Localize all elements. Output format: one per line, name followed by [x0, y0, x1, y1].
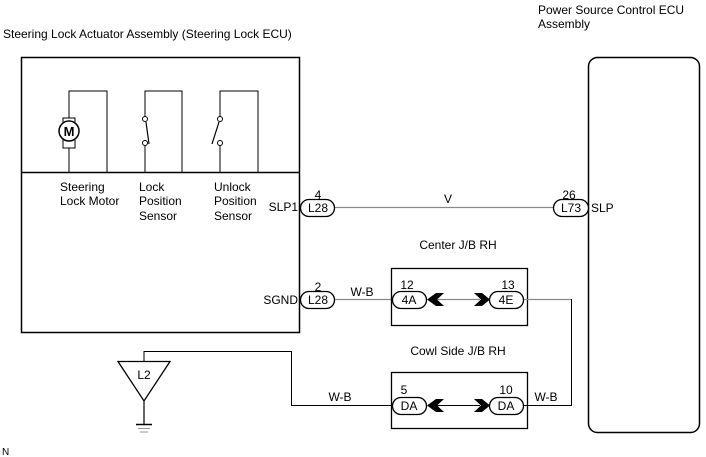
terminal-slp-pin: 26	[562, 188, 576, 202]
jb-link-wire-color: W-B	[534, 390, 557, 404]
center-jb-left-pin: 12	[400, 278, 414, 292]
power-ecu-title-line1: Power Source Control ECU	[538, 3, 685, 17]
ground-point-l2: L2	[116, 360, 172, 433]
connector-sgnd: SGND 2 L28	[263, 280, 336, 310]
connector-arrow-right-icon	[474, 293, 490, 306]
connector-slp: 26 L73 SLP	[552, 188, 614, 218]
motor-label-line1: Steering	[60, 180, 105, 194]
center-jb: Center J/B RH 12 4A 13 4E	[390, 238, 529, 327]
ground-triangle-icon	[116, 360, 172, 403]
center-jb-title: Center J/B RH	[419, 238, 496, 252]
center-jb-right-connector: 4E	[499, 293, 514, 307]
sgnd-wire-color: W-B	[350, 285, 373, 299]
unlock-position-sensor-circuit	[211, 90, 259, 172]
cowl-jb-left-pin: 5	[401, 383, 408, 397]
part-labels: Steering Lock Motor Lock Position Sensor…	[60, 180, 257, 223]
power-ecu-box	[587, 56, 701, 434]
motor-icon: M	[58, 117, 80, 149]
steering-lock-motor-circuit: M	[58, 90, 108, 172]
power-ecu-title-line2: Assembly	[538, 17, 591, 31]
switch-open-icon	[211, 116, 223, 146]
cowl-jb-right-connector: DA	[498, 399, 515, 413]
slp-wire-color: V	[444, 192, 452, 206]
terminal-slp1-label: SLP1	[269, 200, 299, 214]
switch-closed-icon	[142, 116, 150, 146]
unlock-sensor-label-line2: Position	[214, 194, 257, 208]
center-jb-right-pin: 13	[501, 278, 515, 292]
motor-label-line2: Lock Motor	[60, 194, 119, 208]
steering-lock-ecu-title: Steering Lock Actuator Assembly (Steerin…	[3, 27, 292, 41]
motor-symbol: M	[64, 124, 75, 139]
terminal-sgnd-pin: 2	[315, 280, 322, 294]
connector-arrow-right-icon	[474, 399, 490, 412]
connector-slp1: SLP1 4 L28	[269, 188, 336, 218]
ground-wire-color: W-B	[328, 390, 351, 404]
ground-label: L2	[137, 368, 151, 382]
cowl-jb-title: Cowl Side J/B RH	[410, 344, 505, 358]
lock-position-sensor-circuit	[142, 90, 183, 172]
steering-lock-ecu-box	[20, 56, 301, 334]
terminal-slp-label: SLP	[591, 201, 614, 215]
terminal-slp1-connector: L28	[308, 201, 328, 215]
ground-wire	[143, 351, 392, 406]
connector-arrow-left-icon	[427, 293, 444, 306]
center-jb-left-connector: 4A	[402, 293, 417, 307]
lock-sensor-label-line2: Position	[139, 194, 182, 208]
unlock-sensor-label-line1: Unlock	[214, 180, 252, 194]
cowl-side-jb: Cowl Side J/B RH 5 DA 10 DA	[390, 344, 529, 430]
cowl-jb-right-pin: 10	[499, 383, 513, 397]
terminal-slp1-pin: 4	[315, 188, 322, 202]
lock-sensor-label-line1: Lock	[139, 180, 165, 194]
terminal-slp-connector: L73	[561, 201, 581, 215]
terminal-sgnd-label: SGND	[263, 293, 298, 307]
unlock-sensor-label-line3: Sensor	[214, 209, 252, 223]
cowl-jb-left-connector: DA	[401, 399, 418, 413]
connector-arrow-left-icon	[427, 399, 444, 412]
footer-note: N	[2, 447, 9, 457]
ground-symbol-icon	[136, 423, 152, 433]
terminal-sgnd-connector: L28	[308, 293, 328, 307]
lock-sensor-label-line3: Sensor	[139, 209, 177, 223]
